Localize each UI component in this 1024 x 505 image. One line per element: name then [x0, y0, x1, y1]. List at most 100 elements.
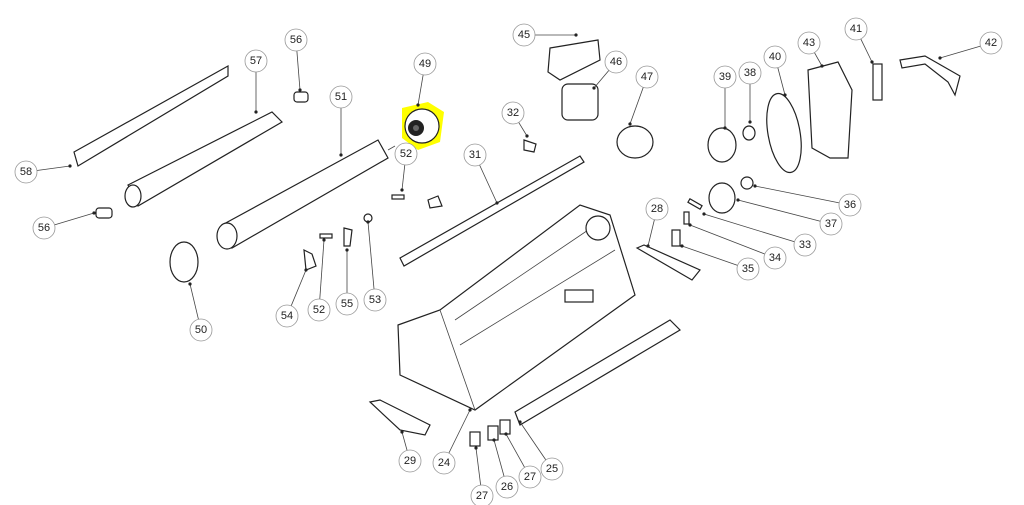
callout-circle — [470, 484, 494, 505]
callout-label: 56 — [38, 222, 50, 234]
part-32-clip — [427, 195, 443, 209]
leader-line — [448, 409, 471, 454]
callout-32: 32 — [501, 101, 529, 138]
leader-arrowhead — [339, 153, 343, 157]
callout-label: 49 — [419, 58, 431, 70]
callout-circle — [244, 49, 268, 73]
leader-line — [401, 431, 408, 451]
part-26-plate — [487, 425, 499, 441]
part-47-coupling — [616, 125, 654, 159]
callout-46: 46 — [592, 50, 628, 90]
callout-circle — [363, 288, 387, 312]
callout-36: 36 — [753, 184, 862, 217]
leader-line — [754, 185, 840, 204]
callout-label: 27 — [476, 490, 488, 502]
part-35-plate — [671, 229, 681, 247]
callout-circle — [838, 193, 862, 217]
callout-circle — [335, 292, 359, 316]
callout-34: 34 — [688, 223, 787, 270]
part-52-bolt-upper — [391, 194, 405, 200]
callout-label: 34 — [769, 252, 781, 264]
leader-line — [777, 67, 786, 96]
callout-37: 37 — [736, 198, 843, 236]
leader-arrowhead — [416, 103, 420, 107]
leader-line — [860, 38, 873, 63]
callout-circle — [635, 65, 659, 89]
callout-label: 37 — [825, 218, 837, 230]
callout-circle — [518, 465, 542, 489]
callout-label: 58 — [20, 166, 32, 178]
callout-43: 43 — [797, 31, 824, 68]
callout-label: 28 — [651, 203, 663, 215]
callout-53: 53 — [363, 220, 387, 312]
callout-42: 42 — [938, 31, 1003, 60]
leader-arrowhead — [298, 88, 302, 92]
callout-label: 29 — [404, 455, 416, 467]
leader-arrowhead — [820, 64, 824, 68]
leader-arrowhead — [68, 164, 72, 168]
callout-47: 47 — [628, 65, 659, 126]
callout-circle — [979, 31, 1003, 55]
callout-57: 57 — [244, 49, 268, 114]
part-25-guard — [514, 319, 681, 426]
leader-arrowhead — [492, 438, 496, 442]
callout-label: 52 — [400, 148, 412, 160]
leader-line — [319, 239, 325, 300]
part-52-bolt — [319, 233, 333, 239]
callout-circle — [819, 212, 843, 236]
callout-label: 40 — [769, 51, 781, 63]
callout-56: 56 — [32, 211, 96, 240]
leader-line — [401, 164, 406, 191]
leader-arrowhead — [254, 110, 258, 114]
callout-39: 39 — [713, 65, 737, 130]
callout-label: 50 — [195, 324, 207, 336]
leader-arrowhead — [525, 134, 529, 138]
part-57-roller — [124, 111, 283, 208]
callout-27: 27 — [504, 432, 542, 489]
callout-label: 42 — [985, 37, 997, 49]
callout-56: 56 — [284, 28, 308, 92]
part-40-belt — [766, 92, 802, 174]
part-54-knife — [303, 248, 317, 271]
part-58-rail — [73, 64, 229, 167]
leader-line — [479, 164, 498, 204]
callout-circle — [413, 52, 437, 76]
callout-27: 27 — [470, 446, 494, 505]
callout-circle — [793, 233, 817, 257]
leader-line — [189, 283, 199, 320]
part-43-cover — [807, 61, 853, 159]
leader-arrowhead — [753, 184, 757, 188]
callout-51: 51 — [329, 85, 353, 157]
callout-40: 40 — [763, 45, 787, 97]
leader-arrowhead — [92, 211, 96, 215]
leader-arrowhead — [783, 93, 787, 97]
callout-label: 24 — [438, 457, 450, 469]
part-28-skid — [635, 244, 701, 281]
callout-circle — [645, 197, 669, 221]
callout-45: 45 — [512, 23, 578, 47]
callout-circle — [495, 475, 519, 499]
callout-label: 51 — [335, 91, 347, 103]
part-31-beam — [399, 155, 585, 267]
leader-arrowhead — [366, 220, 370, 224]
part-42-bracket — [899, 55, 961, 97]
leader-arrowhead — [400, 430, 404, 434]
callout-circle — [763, 246, 787, 270]
callout-52: 52 — [307, 238, 331, 322]
leader-line — [367, 221, 375, 290]
leader-line — [681, 245, 738, 266]
part-24-frame — [397, 204, 636, 411]
part-34-plate — [683, 211, 690, 225]
leader-arrowhead — [702, 212, 706, 216]
callout-circle — [32, 216, 56, 240]
part-36-nut — [740, 176, 754, 190]
callout-label: 32 — [507, 107, 519, 119]
callout-label: 38 — [744, 67, 756, 79]
leader-arrowhead — [474, 446, 478, 450]
leader-arrowhead — [495, 201, 499, 205]
leader-line — [36, 165, 71, 171]
leader-arrowhead — [322, 238, 326, 242]
callout-49: 49 — [413, 52, 437, 107]
